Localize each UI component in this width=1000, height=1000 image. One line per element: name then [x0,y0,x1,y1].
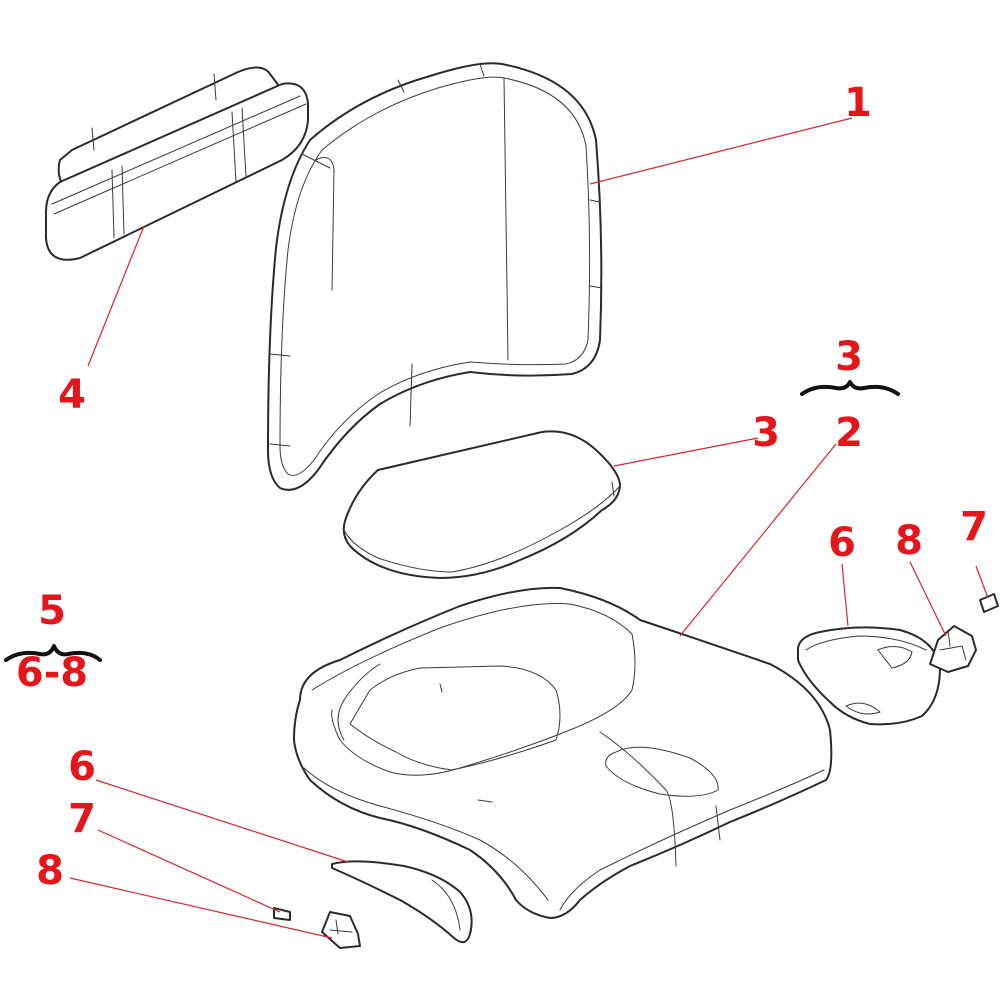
side-cover-right-part [797,626,941,726]
callout-group-3: 3 [835,334,863,380]
armrest-part [45,66,309,261]
leader-lines [69,117,989,939]
leader-backrest [589,117,853,185]
callout-group-5: 5 [38,588,66,634]
callout-clip-right: 7 [960,504,988,550]
callout-clip-left: 7 [68,796,96,842]
leader-armrest [87,225,145,367]
bracket-right-part [929,625,977,673]
seat-pad-part [342,430,621,579]
leader-cover-right [841,563,849,627]
callout-backrest: 1 [844,80,872,126]
callout-bracket-left: 8 [36,848,64,894]
callout-armrest: 4 [58,372,86,418]
brace-group-5-6-8 [4,644,102,662]
backrest-part [267,62,603,491]
callout-group-2: 2 [835,410,863,456]
callout-seat-pad: 3 [752,410,780,456]
leader-seat-pad [613,437,759,467]
brace-group-2-3 [800,380,900,396]
callout-cover-left: 6 [68,744,96,790]
seat-cushion-part [293,586,833,919]
bracket-left-part [321,911,361,949]
leader-bracket-left [69,877,333,939]
callout-cover-right: 6 [828,520,856,566]
side-cover-left-part [331,860,473,944]
callout-group-6-8: 6-8 [16,650,88,696]
callout-bracket-right: 8 [895,518,923,564]
leader-cover-left [95,779,349,863]
leader-bracket-right [909,561,947,637]
leader-clip-left [97,829,281,913]
leader-seat-cushion [679,443,837,637]
clip-right-part [979,593,999,613]
leader-clip-right [975,565,989,599]
